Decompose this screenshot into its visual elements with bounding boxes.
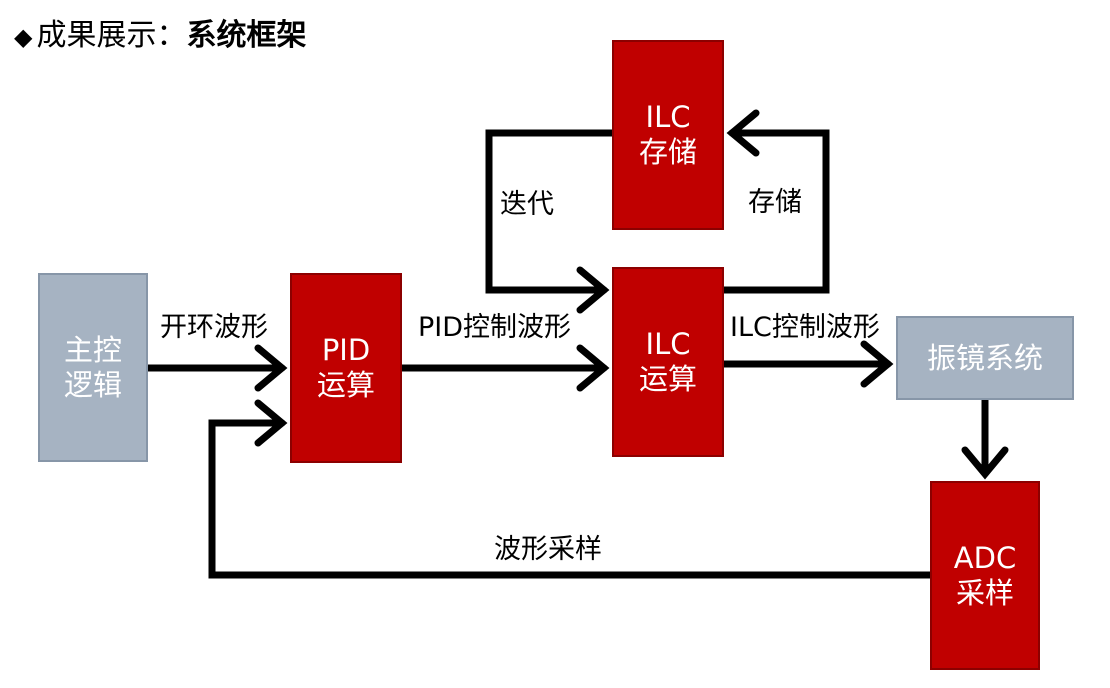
label-ilc-control: ILC控制波形 xyxy=(730,312,880,343)
adc-line2: 采样 xyxy=(955,575,1014,610)
pid-line1: PID xyxy=(321,333,371,367)
pid-block: PID 运算 xyxy=(290,273,402,463)
arrowhead-pid-control xyxy=(576,344,610,392)
arrowhead-iterate xyxy=(576,266,610,314)
main-control-line2: 逻辑 xyxy=(63,367,122,402)
galvo-system-block: 振镜系统 xyxy=(896,316,1074,400)
adc-sampling-block: ADC 采样 xyxy=(930,481,1040,670)
title-prefix: 成果展示： xyxy=(36,18,187,53)
pid-line2: 运算 xyxy=(316,368,375,402)
arrowhead-ilc-control xyxy=(860,340,894,388)
galvo-system-label: 振镜系统 xyxy=(926,340,1043,375)
ilc-storage-line1: ILC xyxy=(645,100,691,134)
page-title: ◆成果展示：系统框架 xyxy=(14,16,306,57)
label-waveform-sampling: 波形采样 xyxy=(494,534,602,565)
adc-line1: ADC xyxy=(953,540,1017,575)
ilc-calc-line1: ILC xyxy=(645,327,691,361)
arrowhead-feedback xyxy=(254,399,288,447)
label-pid-control: PID控制波形 xyxy=(418,312,572,343)
ilc-storage-line2: 存储 xyxy=(638,135,697,169)
label-iterate: 迭代 xyxy=(500,189,554,220)
main-control-block: 主控 逻辑 xyxy=(38,273,148,462)
ilc-calc-block: ILC 运算 xyxy=(612,267,724,457)
ilc-calc-line2: 运算 xyxy=(638,362,697,396)
arrow-feedback xyxy=(208,419,934,579)
label-store: 存储 xyxy=(748,187,802,218)
arrow-store xyxy=(720,129,830,294)
diamond-bullet-icon: ◆ xyxy=(14,23,33,51)
label-open-loop: 开环波形 xyxy=(160,312,268,343)
arrowhead-open-loop xyxy=(254,344,288,392)
arrow-iterate xyxy=(485,129,616,294)
arrowhead-store xyxy=(726,109,760,157)
title-main: 系统框架 xyxy=(186,18,307,53)
ilc-storage-block: ILC 存储 xyxy=(612,40,724,230)
arrowhead-galvo-adc xyxy=(961,446,1009,480)
main-control-line1: 主控 xyxy=(63,332,122,367)
